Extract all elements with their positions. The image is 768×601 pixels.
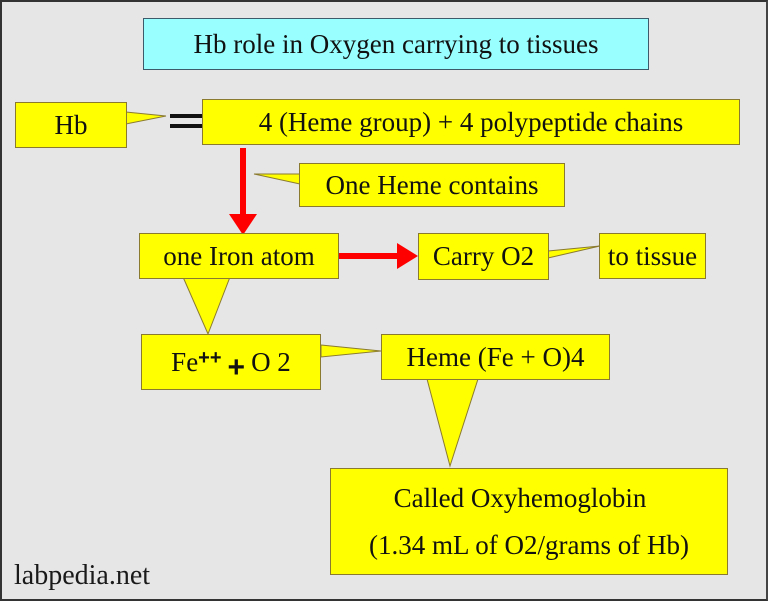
to-tissue-text: to tissue bbox=[607, 240, 698, 271]
carry-o2-text: Carry O2 bbox=[432, 241, 535, 271]
composition-box: 4 (Heme group) + 4 polypeptide chains bbox=[202, 99, 740, 145]
plus-sign: + bbox=[227, 351, 246, 384]
title-box: Hb role in Oxygen carrying to tissues bbox=[143, 18, 649, 70]
hb-label: Hb bbox=[54, 109, 88, 140]
iron-atom-box: one Iron atom bbox=[139, 233, 339, 279]
heme-fe-o-box: Heme (Fe + O)4 bbox=[381, 334, 610, 380]
fe-symbol: Fe bbox=[171, 346, 199, 377]
fe-o2-box: Fe+++O 2 bbox=[141, 334, 321, 390]
title-text: Hb role in Oxygen carrying to tissues bbox=[193, 28, 599, 59]
watermark: labpedia.net bbox=[14, 560, 151, 591]
heme-fe-o-text: Heme (Fe + O)4 bbox=[406, 341, 585, 372]
carry-o2-box: Carry O2 bbox=[418, 233, 549, 280]
oxyhemoglobin-line2: (1.34 mL of O2/grams of Hb) bbox=[369, 529, 689, 560]
one-heme-text: One Heme contains bbox=[325, 169, 539, 200]
fe-charge: ++ bbox=[198, 346, 222, 369]
composition-text: 4 (Heme group) + 4 polypeptide chains bbox=[258, 106, 684, 137]
hb-box: Hb bbox=[15, 102, 127, 148]
to-tissue-box: to tissue bbox=[599, 233, 706, 279]
o2-text: O 2 bbox=[251, 346, 291, 377]
oxyhemoglobin-box: Called Oxyhemoglobin (1.34 mL of O2/gram… bbox=[330, 468, 728, 575]
one-heme-box: One Heme contains bbox=[299, 163, 565, 207]
iron-atom-text: one Iron atom bbox=[163, 240, 315, 271]
oxyhemoglobin-line1: Called Oxyhemoglobin bbox=[393, 482, 647, 513]
